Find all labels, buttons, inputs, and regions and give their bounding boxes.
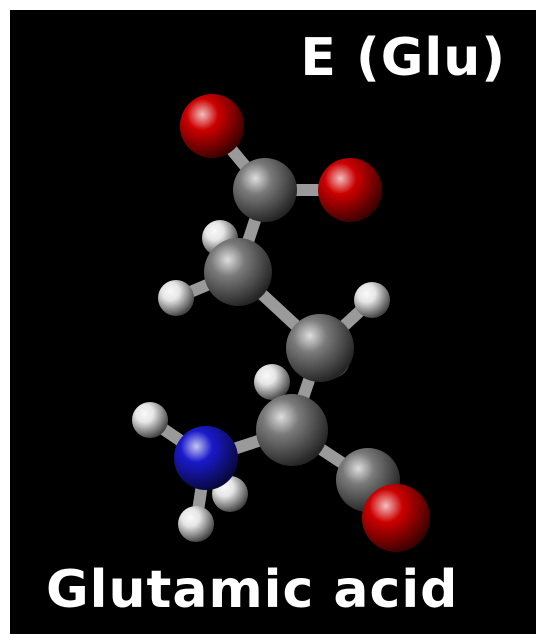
amino-acid-code: E (Glu) <box>300 28 506 88</box>
nitrogen-atom-N1 <box>174 426 238 490</box>
oxygen-atom-O2 <box>318 158 382 222</box>
hydrogen-atom-H6 <box>132 402 168 438</box>
molecule-model <box>132 94 430 552</box>
oxygen-atom-O1 <box>180 94 244 158</box>
hydrogen-atom-H3 <box>354 282 390 318</box>
atom-layer <box>132 94 430 552</box>
carbon-atom-C2 <box>204 238 272 306</box>
carbon-atom-C1 <box>233 158 297 222</box>
molecule-frame: E (Glu) Glutamic acid <box>10 10 536 634</box>
hydrogen-atom-H5 <box>254 364 290 400</box>
amino-acid-name: Glutamic acid <box>46 560 459 620</box>
hydrogen-atom-H8 <box>178 506 214 542</box>
carbon-atom-C4 <box>256 394 328 466</box>
carbon-atom-C3 <box>286 314 354 382</box>
oxygen-atom-O3 <box>362 484 430 552</box>
hydrogen-atom-H2 <box>158 280 194 316</box>
